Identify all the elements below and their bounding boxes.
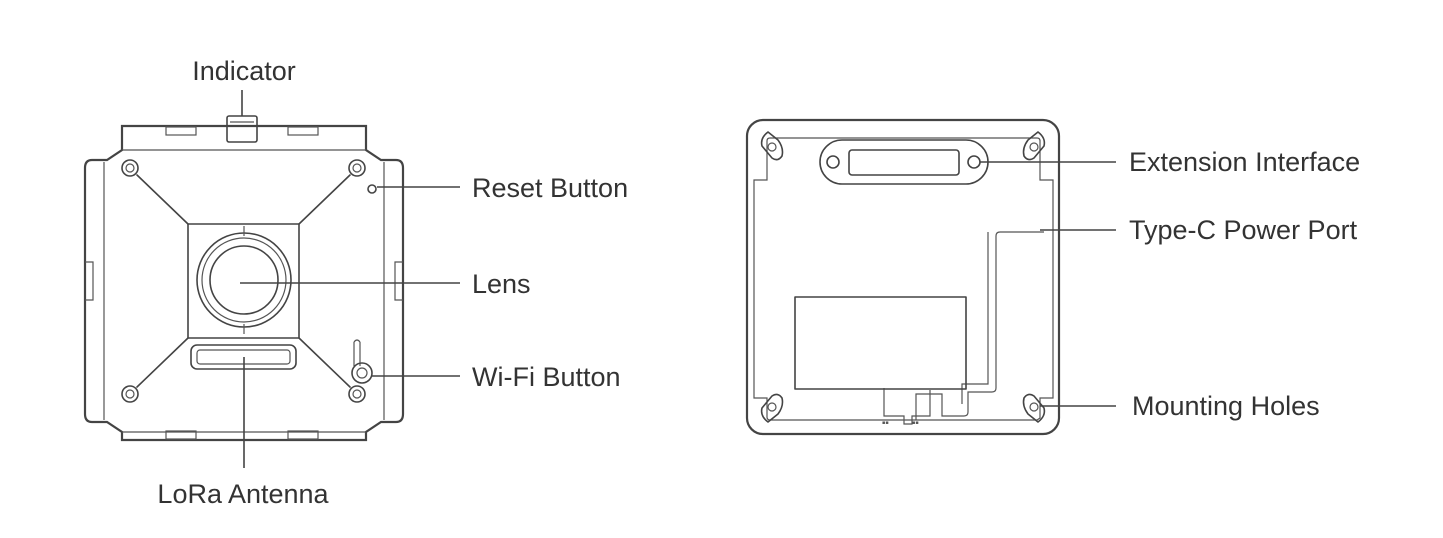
front-screw-top-left [121,159,139,177]
label-extension-interface: Extension Interface [1129,147,1360,177]
label-lora-antenna: LoRa Antenna [157,479,329,509]
indicator-light [226,115,258,143]
label-lens: Lens [472,269,531,299]
label-mounting-holes: Mounting Holes [1132,391,1320,421]
mounting-hole-top-left [760,131,784,161]
extension-interface [819,139,989,185]
back-view-device: ▪▪ ▪▪ [745,118,1061,436]
label-type-c-power-port: Type-C Power Port [1129,215,1358,245]
wifi-button [351,339,373,384]
lens [196,226,292,334]
back-label-plate [794,296,967,390]
front-screw-bottom-left [121,385,139,403]
reset-pinhole [367,184,377,194]
front-screw-top-right [348,159,366,177]
back-body-outline [745,118,1061,436]
type-c-power-port [915,231,1044,420]
label-reset-button: Reset Button [472,173,628,203]
front-screw-bottom-right [348,385,366,403]
mounting-hole-bottom-right [1022,393,1046,423]
mounting-hole-bottom-left [760,393,784,423]
label-wifi-button: Wi-Fi Button [472,362,621,392]
label-indicator: Indicator [192,56,296,86]
svg-text:▪▪: ▪▪ [882,420,889,426]
mounting-hole-top-right [1022,131,1046,161]
front-body-outline [83,124,405,442]
svg-text:▪▪: ▪▪ [912,420,919,426]
